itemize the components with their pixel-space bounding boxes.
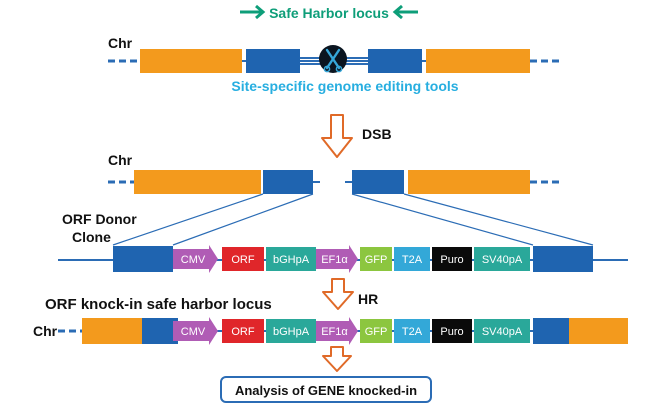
donor-label-line2: Clone	[72, 229, 111, 245]
cassette-element-5	[394, 319, 430, 343]
blue-segment	[263, 170, 313, 194]
cassette-label-2: bGHpA	[273, 326, 310, 338]
cassette-element-4	[360, 247, 392, 271]
cassette-label-7: SV40pA	[482, 254, 523, 266]
cassette-label-1: ORF	[231, 326, 255, 338]
cassette-element-6	[432, 319, 472, 343]
cassette-element-5	[394, 247, 430, 271]
cassette-label-0: CMV	[181, 254, 206, 266]
row-cut-chromosome: Chr	[108, 152, 560, 194]
cassette-element-1	[222, 247, 264, 271]
cassette-label-5: T2A	[402, 254, 423, 266]
cassette-label-7: SV40pA	[482, 326, 523, 338]
cassette-label-3: EF1α	[321, 254, 348, 266]
cassette-element-0	[173, 245, 218, 273]
right-arrow-icon	[392, 4, 418, 20]
orange-segment	[140, 49, 242, 73]
analysis-box	[220, 376, 432, 403]
analysis-label: Analysis of GENE knocked-in	[235, 383, 417, 398]
cassette-element-7	[474, 319, 530, 343]
crossover-lines	[112, 193, 594, 246]
cassette-element-2	[266, 247, 316, 271]
cassette-label-0: CMV	[181, 326, 206, 338]
orange-segment	[408, 170, 530, 194]
chr-label-final: Chr	[33, 323, 58, 339]
header-title-group: Safe Harbor locus	[240, 4, 418, 21]
donor-label-line1: ORF Donor	[62, 211, 137, 227]
cassette-element-3	[316, 245, 358, 273]
cassette-element-4	[360, 319, 392, 343]
cassette-element-7	[474, 247, 530, 271]
hr-label: HR	[358, 291, 378, 307]
cassette-element-2	[266, 319, 316, 343]
down-arrow-icon	[322, 278, 354, 310]
knockin-cassette: CMV ORF bGHpA EF1α GFP T2A Puro SV40pA	[173, 317, 530, 345]
cassette-element-0	[173, 317, 218, 345]
orange-segment	[82, 318, 142, 344]
cassette-label-5: T2A	[402, 326, 423, 338]
blue-segment	[352, 170, 404, 194]
left-arrow-icon	[240, 4, 266, 20]
row-knockin-chromosome: CMV ORF bGHpA EF1α GFP T2A Puro SV40pA	[58, 317, 628, 345]
row-intact-chromosome: Chr	[108, 35, 560, 73]
dsb-label: DSB	[362, 126, 392, 142]
blue-segment	[142, 318, 178, 344]
chr-label-cut: Chr	[108, 152, 133, 168]
cassette-element-1	[222, 319, 264, 343]
orange-segment	[426, 49, 530, 73]
cassette-element-3	[316, 317, 358, 345]
blue-segment	[246, 49, 300, 73]
cassette-label-3: EF1α	[321, 326, 348, 338]
cassette-label-4: GFP	[365, 326, 388, 338]
cassette-label-6: Puro	[440, 254, 463, 266]
chr-label-top: Chr	[108, 35, 133, 51]
blue-segment	[113, 246, 173, 272]
blue-segment	[533, 318, 569, 344]
cassette-label-6: Puro	[440, 326, 463, 338]
cassette-label-1: ORF	[231, 254, 255, 266]
cassette-element-6	[432, 247, 472, 271]
orange-segment	[134, 170, 261, 194]
donor-cassette: CMV ORF bGHpA EF1α GFP T2A Puro SV40pA	[173, 245, 530, 273]
scissors-icon	[319, 45, 347, 73]
down-arrow-icon	[321, 114, 353, 158]
down-arrow-icon	[322, 346, 352, 372]
cassette-label-2: bGHpA	[273, 254, 310, 266]
blue-segment	[368, 49, 422, 73]
blue-segment	[533, 246, 593, 272]
orange-segment	[569, 318, 628, 344]
cassette-label-4: GFP	[365, 254, 388, 266]
header-title: Safe Harbor locus	[269, 5, 389, 21]
row-donor-clone: CMV ORF bGHpA EF1α GFP T2A Puro SV40pA	[58, 245, 628, 273]
knockin-title: ORF knock-in safe harbor locus	[45, 296, 272, 313]
subtitle-editing-tools: Site-specific genome editing tools	[231, 78, 458, 94]
